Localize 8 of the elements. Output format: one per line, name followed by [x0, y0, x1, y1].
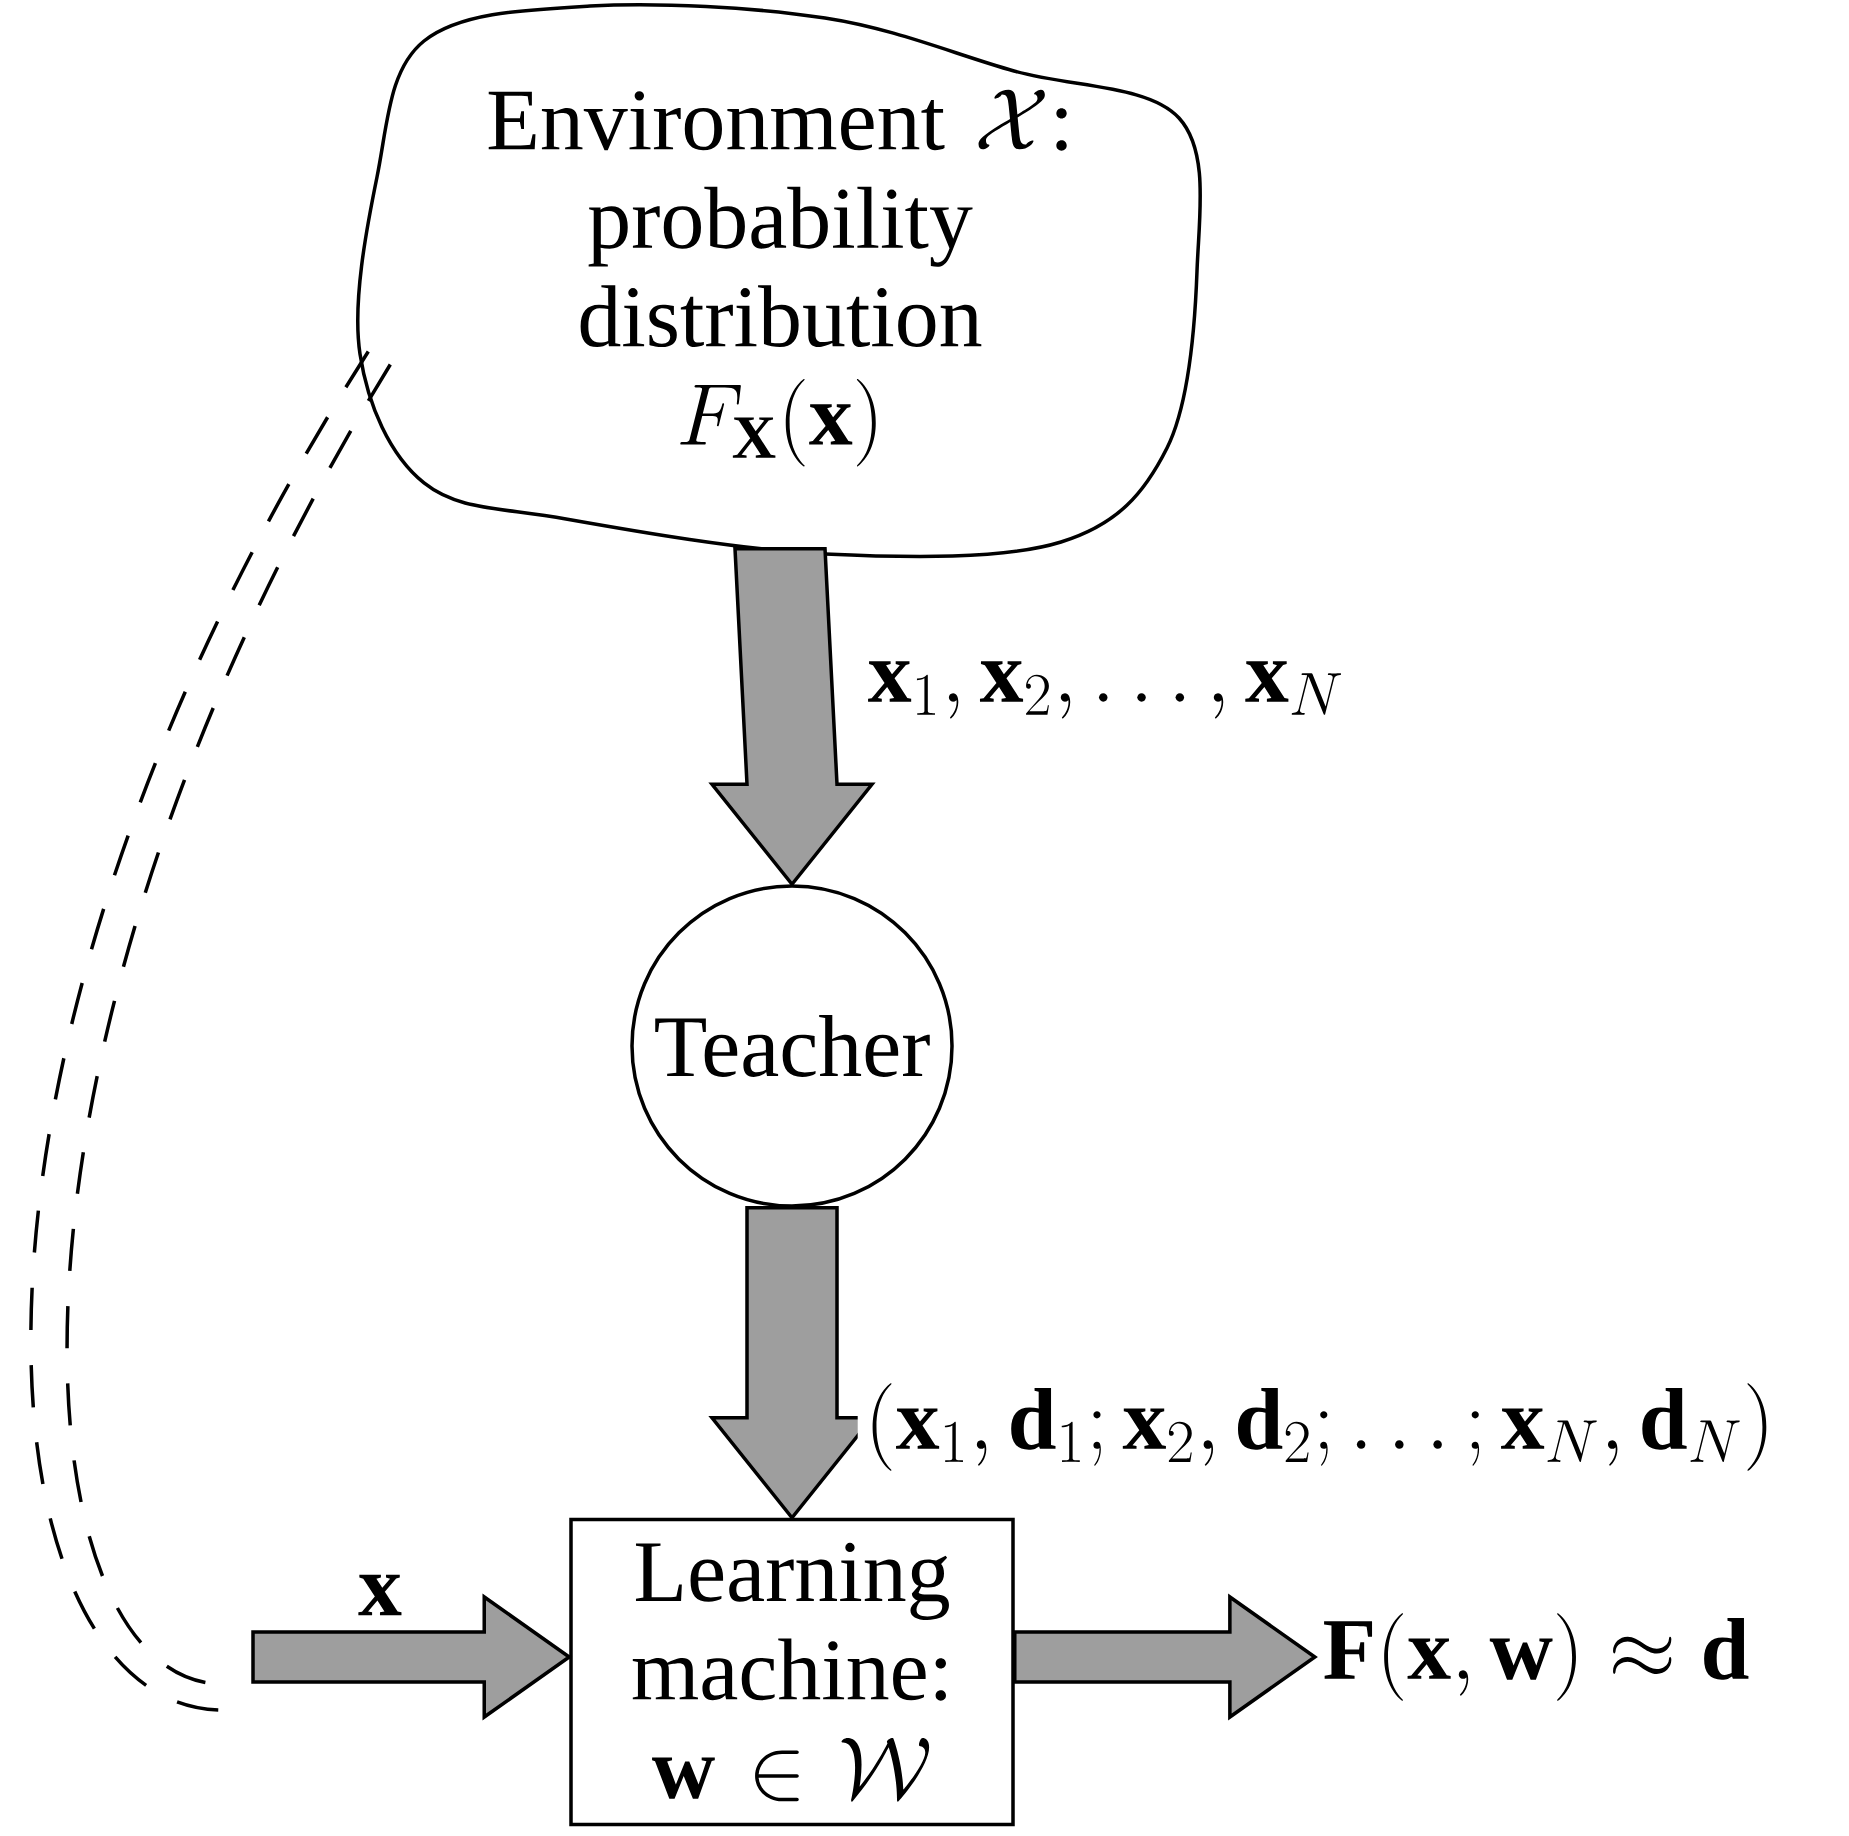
block-arrow: [251, 1593, 573, 1721]
block-arrow: [1013, 1593, 1318, 1721]
learning-machine-box: Learning machine: $\mathbf{w} \in \mathcal{W}$: [569, 1517, 1015, 1827]
output-formula: $\mathbf{F}(\mathbf{x}, \mathbf{w}) \approx \mathbf{d}$: [1324, 1613, 1749, 1701]
edge-label: $\mathbf{x}$: [351, 1567, 409, 1623]
edge-label: $\mathbf{x}_1, \mathbf{x}_2, \ldots, \mathbf{x}_N$: [860, 654, 1352, 726]
edge-label: $(\mathbf{x}_1, \mathbf{d}_1; \mathbf{x}_2, \mathbf{d}_2; \ldots; \mathbf{x}_N, \mathbf{d}_N)$: [857, 1376, 1782, 1478]
block-arrow: [708, 546, 876, 888]
